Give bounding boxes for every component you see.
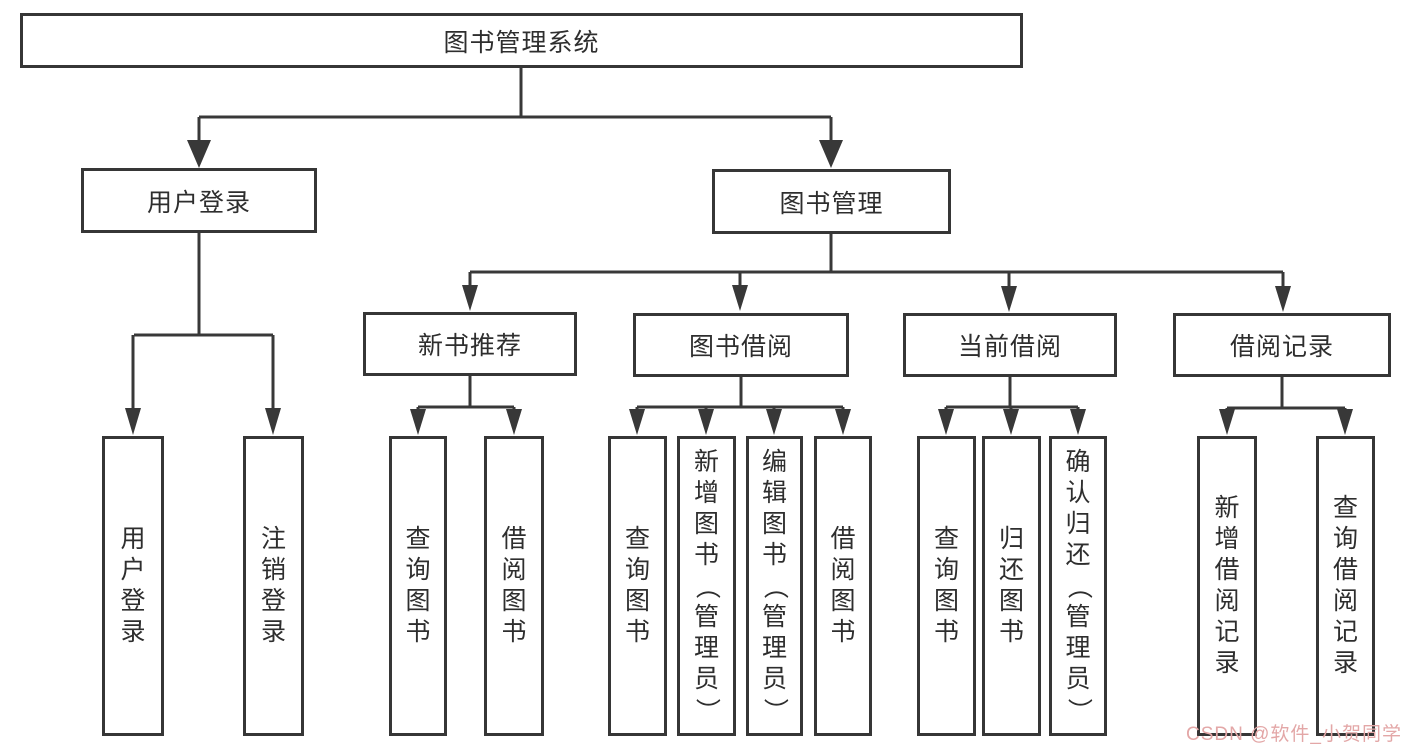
leaf-user-login: 用户登录 bbox=[102, 436, 164, 736]
csdn-watermark: CSDN @软件_小贺同学 bbox=[1186, 724, 1402, 745]
leaf-newbooks-query-label: 查询图书 bbox=[405, 525, 431, 646]
leaf-borrow-add: 新增图书（管理员） bbox=[677, 436, 736, 736]
leaf-borrow-add-label: 新增图书（管理员） bbox=[693, 447, 721, 723]
leaf-records-query: 查询借阅记录 bbox=[1316, 436, 1375, 736]
leaf-current-return: 归还图书 bbox=[982, 436, 1041, 736]
leaf-current-return-label: 归还图书 bbox=[998, 525, 1024, 646]
node-user-login-label: 用户登录 bbox=[146, 188, 251, 217]
leaf-current-confirm: 确认归还（管理员） bbox=[1049, 436, 1107, 736]
leaf-records-add-label: 新增借阅记录 bbox=[1214, 494, 1240, 677]
leaf-borrow-borrow: 借阅图书 bbox=[814, 436, 872, 736]
node-root-label: 图书管理系统 bbox=[443, 28, 600, 57]
leaf-logout: 注销登录 bbox=[243, 436, 304, 736]
node-new-books-label: 新书推荐 bbox=[417, 332, 522, 360]
leaf-current-confirm-label: 确认归还（管理员） bbox=[1064, 447, 1093, 723]
leaf-records-add: 新增借阅记录 bbox=[1197, 436, 1257, 736]
node-book-borrow-label: 图书借阅 bbox=[688, 333, 793, 361]
leaf-newbooks-borrow: 借阅图书 bbox=[484, 436, 544, 736]
node-borrow-records: 借阅记录 bbox=[1173, 313, 1391, 377]
leaf-borrow-borrow-label: 借阅图书 bbox=[830, 525, 856, 646]
leaf-borrow-query: 查询图书 bbox=[608, 436, 667, 736]
leaf-logout-label: 注销登录 bbox=[260, 525, 286, 646]
leaf-current-query-label: 查询图书 bbox=[933, 525, 959, 646]
node-book-borrow: 图书借阅 bbox=[633, 313, 849, 377]
node-borrow-records-label: 借阅记录 bbox=[1229, 333, 1334, 361]
leaf-borrow-edit-label: 编辑图书（管理员） bbox=[761, 447, 789, 723]
leaf-borrow-query-label: 查询图书 bbox=[624, 525, 650, 646]
node-book-mgmt-label: 图书管理 bbox=[779, 189, 884, 218]
leaf-records-query-label: 查询借阅记录 bbox=[1332, 494, 1358, 677]
leaf-newbooks-query: 查询图书 bbox=[389, 436, 447, 736]
leaf-borrow-edit: 编辑图书（管理员） bbox=[746, 436, 803, 736]
node-user-login: 用户登录 bbox=[81, 168, 317, 233]
leaf-current-query: 查询图书 bbox=[917, 436, 976, 736]
node-new-books: 新书推荐 bbox=[363, 312, 577, 376]
node-root: 图书管理系统 bbox=[20, 13, 1023, 68]
node-current-borrow: 当前借阅 bbox=[903, 313, 1117, 377]
node-book-mgmt: 图书管理 bbox=[712, 169, 951, 234]
node-current-borrow-label: 当前借阅 bbox=[957, 333, 1062, 361]
leaf-user-login-label: 用户登录 bbox=[120, 525, 146, 646]
leaf-newbooks-borrow-label: 借阅图书 bbox=[501, 525, 527, 646]
